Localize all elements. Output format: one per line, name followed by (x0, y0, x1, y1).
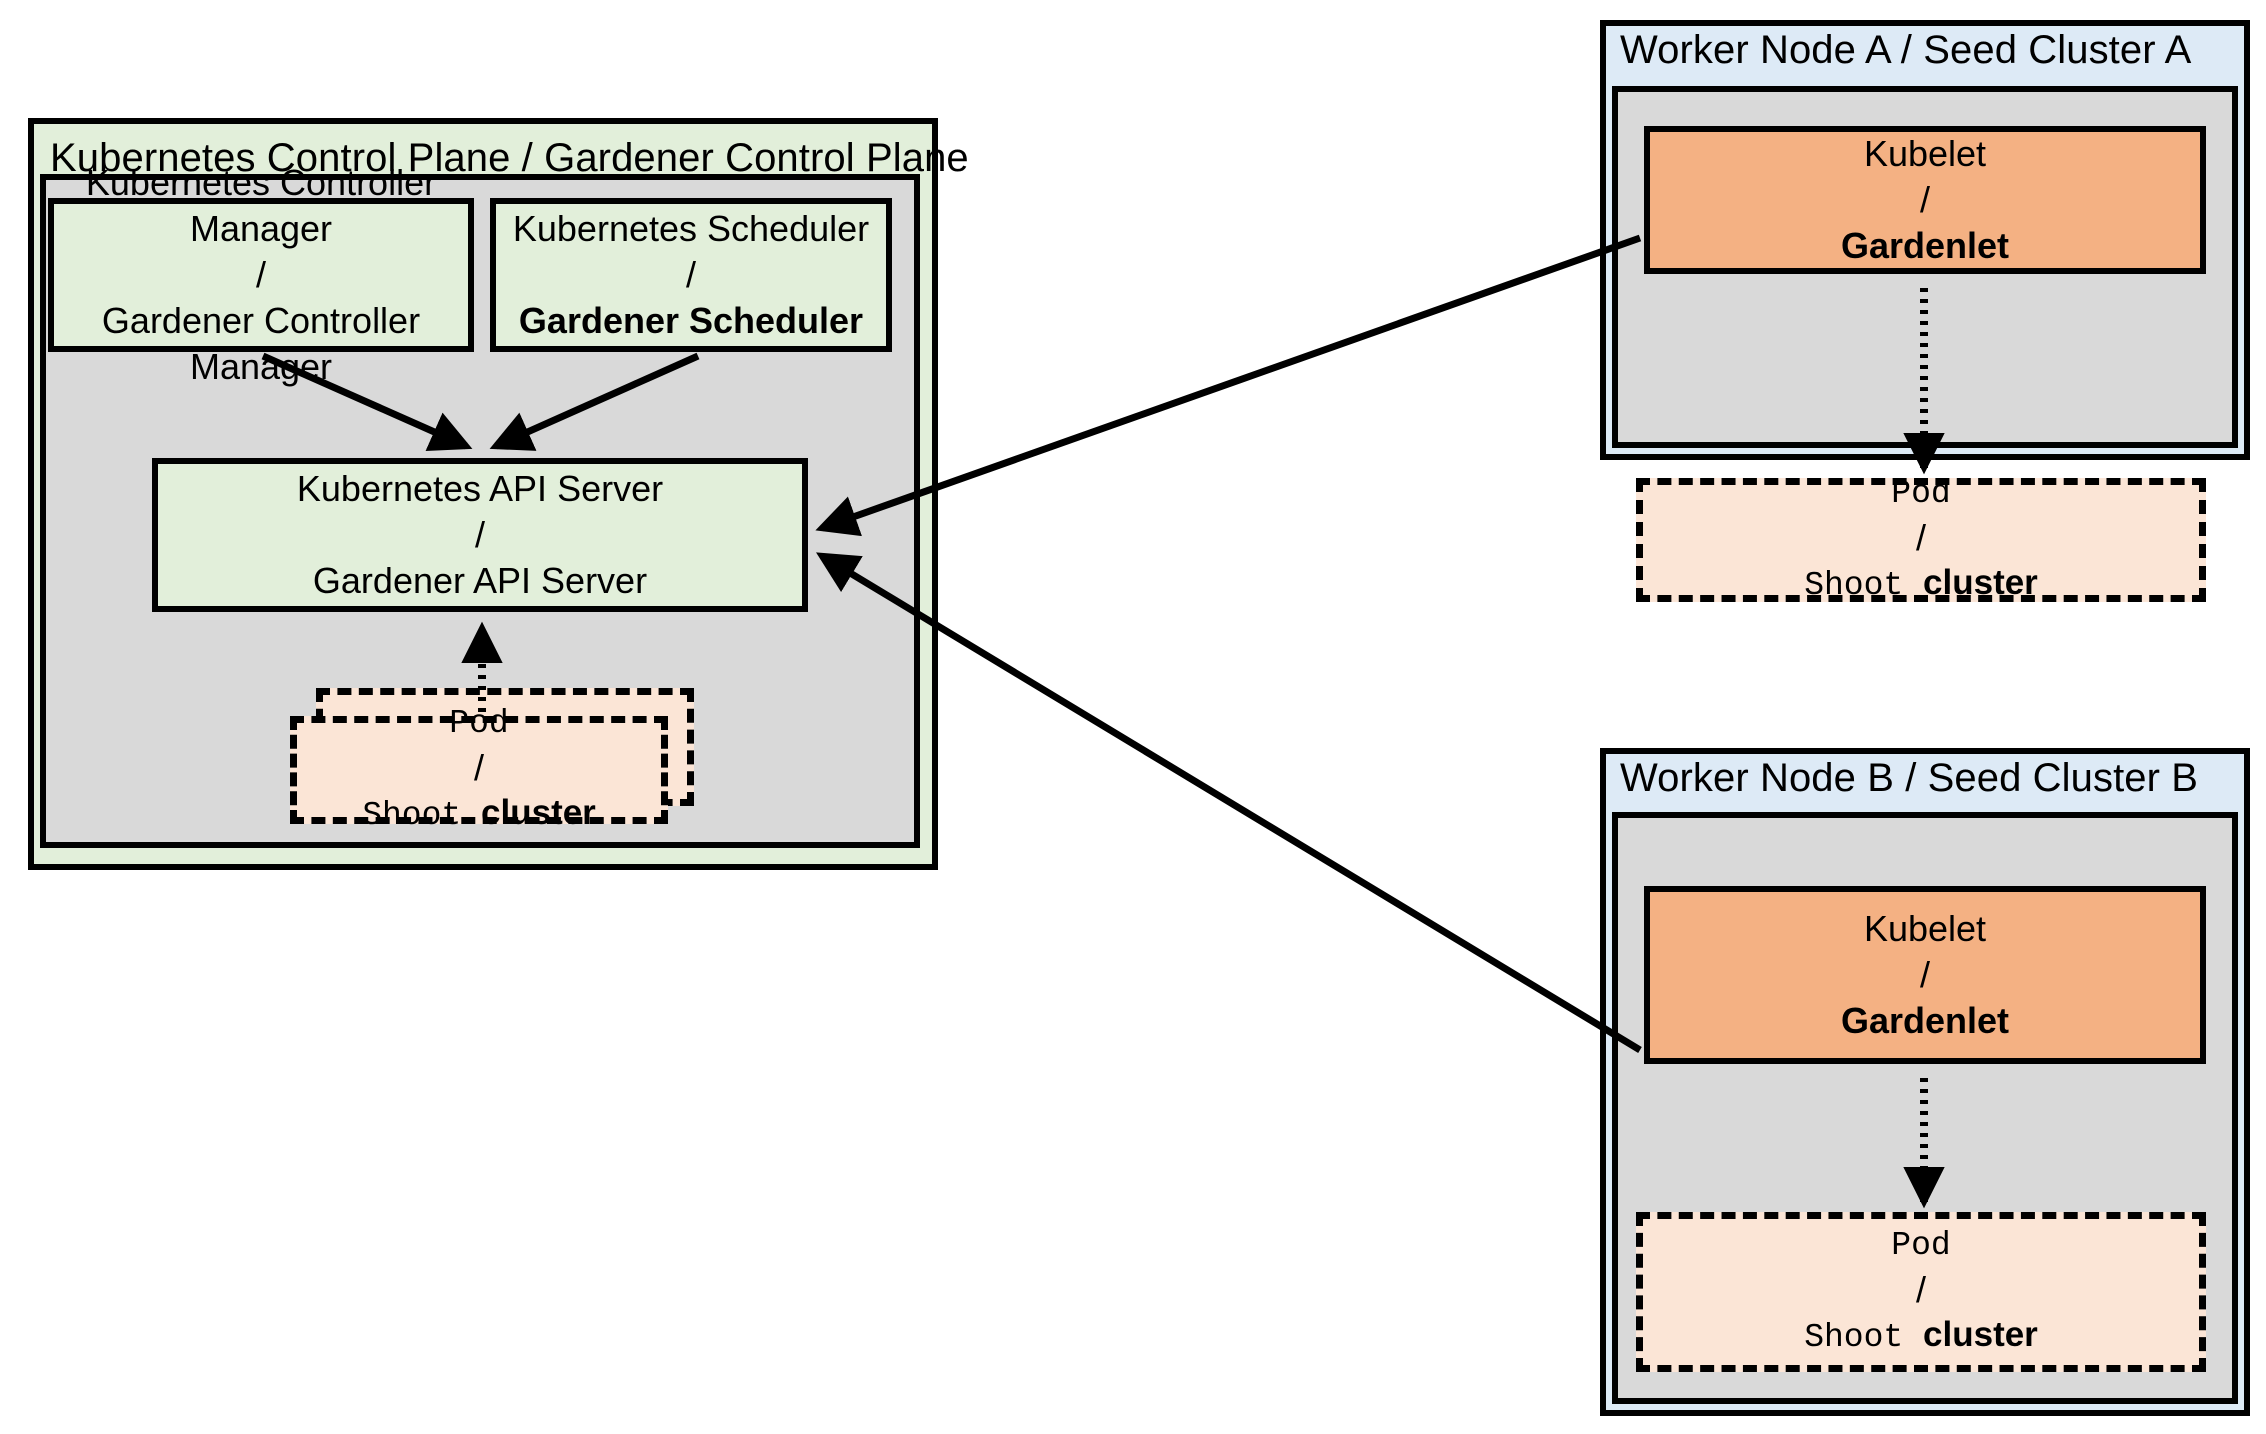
worker-node-b-kubelet-line1: Kubelet (1863, 907, 1987, 949)
control-plane-pod-line2: Shoot cluster (362, 791, 596, 837)
api-server-separator: / (474, 513, 485, 555)
worker-node-a-kubelet-line2: Gardenlet (1840, 225, 2010, 267)
scheduler-line1: Kubernetes Scheduler (512, 207, 870, 249)
api-server-label-stack: Kubernetes API Server / Gardener API Ser… (297, 466, 663, 604)
worker-node-a-kubelet-separator: / (1919, 178, 1930, 220)
worker-node-a-pod-line2: Shoot cluster (1804, 561, 2038, 607)
worker-node-a-title: Worker Node A / Seed Cluster A (1620, 28, 2192, 72)
controller-manager-line1: Kubernetes Controller Manager (85, 161, 437, 249)
worker-node-a-pod-label-stack: Pod / Shoot cluster (1804, 473, 2038, 608)
scheduler-line2: Gardener Scheduler (518, 300, 864, 342)
kubernetes-api-server-box[interactable]: Kubernetes API Server / Gardener API Ser… (152, 458, 808, 612)
worker-node-a-pod-line2-bold: cluster (1923, 563, 2038, 603)
worker-node-b-pod-line2-mono: Shoot (1804, 1319, 1904, 1357)
control-plane-pod-line2-bold: cluster (481, 793, 596, 833)
arrow-node-a-gardenlet-to-api-server (815, 234, 1642, 537)
worker-node-a-kubelet-line1: Kubelet (1863, 132, 1987, 174)
worker-node-b-pod-box[interactable]: Pod / Shoot cluster (1636, 1212, 2206, 1372)
worker-node-a-kubelet-label-stack: Kubelet / Gardenlet (1841, 131, 2009, 269)
worker-node-b-kubelet-box[interactable]: Kubelet / Gardenlet (1644, 886, 2206, 1064)
worker-node-b-pod-line1: Pod (1891, 1226, 1951, 1264)
api-server-line2: Gardener API Server (312, 560, 648, 602)
controller-manager-line2: Gardener Controller Manager (101, 300, 421, 388)
worker-node-b-pod-line2-bold: cluster (1923, 1315, 2038, 1355)
control-plane-pod-separator: / (473, 746, 484, 788)
worker-node-b-kubelet-label-stack: Kubelet / Gardenlet (1841, 906, 2009, 1044)
worker-node-b-pod-label-stack: Pod / Shoot cluster (1804, 1225, 2038, 1360)
worker-node-a-kubelet-box[interactable]: Kubelet / Gardenlet (1644, 126, 2206, 274)
worker-node-a-pod-line2-mono: Shoot (1804, 567, 1904, 605)
control-plane-pod-line1: Pod (449, 704, 509, 742)
controller-manager-separator: / (255, 253, 266, 295)
worker-node-a-pod-line1: Pod (1891, 474, 1951, 512)
kubernetes-scheduler-box[interactable]: Kubernetes Scheduler / Gardener Schedule… (490, 198, 892, 352)
worker-node-b-kubelet-line2: Gardenlet (1840, 1000, 2010, 1042)
scheduler-label-stack: Kubernetes Scheduler / Gardener Schedule… (513, 206, 869, 344)
control-plane-title: Kubernetes Control Plane / Gardener Cont… (50, 136, 969, 180)
kubernetes-controller-manager-box[interactable]: Kubernetes Controller Manager / Gardener… (48, 162, 474, 387)
scheduler-separator: / (685, 253, 696, 295)
worker-node-b-pod-separator: / (1915, 1268, 1926, 1310)
arrow-node-b-gardenlet-to-api-server (816, 552, 1642, 1053)
control-plane-pod-box[interactable]: Pod / Shoot cluster (290, 705, 668, 834)
control-plane-pod-label-stack: Pod / Shoot cluster (362, 703, 596, 838)
api-server-line1: Kubernetes API Server (296, 467, 664, 509)
worker-node-a-pod-box[interactable]: Pod / Shoot cluster (1636, 475, 2206, 604)
control-plane-pod-line2-mono: Shoot (362, 797, 462, 835)
controller-manager-label-stack: Kubernetes Controller Manager / Gardener… (54, 160, 468, 390)
worker-node-b-kubelet-separator: / (1919, 953, 1930, 995)
worker-node-b-title: Worker Node B / Seed Cluster B (1620, 756, 2199, 800)
worker-node-b-pod-line2: Shoot cluster (1804, 1313, 2038, 1359)
worker-node-a-pod-separator: / (1915, 516, 1926, 558)
